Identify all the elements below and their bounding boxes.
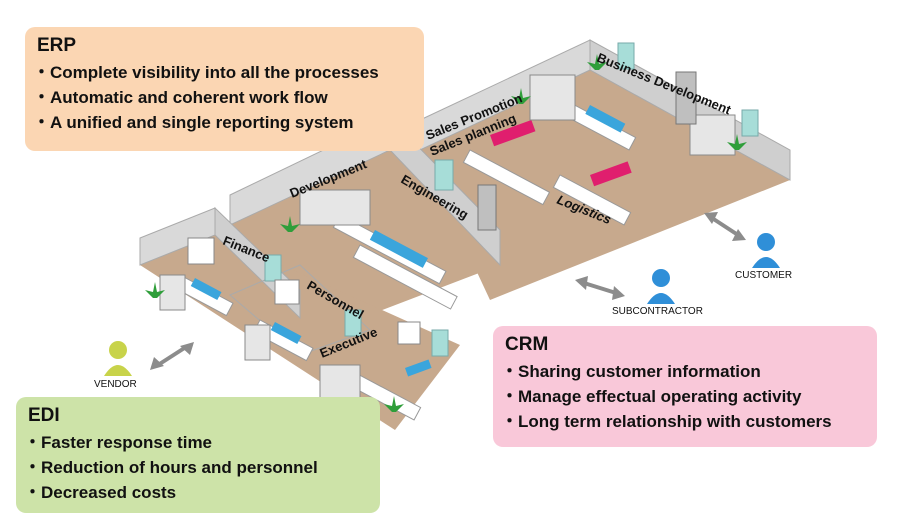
- monitor-icon: [190, 278, 222, 301]
- whiteboard: [274, 279, 300, 305]
- glass-door: [434, 159, 454, 191]
- edi-item: Reduction of hours and personnel: [28, 455, 368, 480]
- monitor-icon: [405, 359, 432, 377]
- crm-item: Long term relationship with customers: [505, 409, 865, 434]
- whiteboard: [187, 237, 215, 265]
- glass-door: [675, 71, 697, 125]
- glass-door: [617, 42, 635, 70]
- person-icon: [104, 341, 132, 376]
- erp-title: ERP: [37, 35, 77, 56]
- cabinet-icon: [299, 189, 371, 226]
- whiteboard: [397, 321, 421, 345]
- edi-item: Decreased costs: [28, 480, 368, 505]
- glass-door: [431, 329, 449, 357]
- cabinet-icon: [529, 74, 576, 121]
- doors: [264, 42, 759, 357]
- crm-box: CRM Sharing customer information Manage …: [493, 326, 877, 447]
- crm-list: Sharing customer information Manage effe…: [505, 359, 865, 434]
- monitor-icon: [270, 322, 302, 345]
- plants: [145, 54, 747, 412]
- crm-title: CRM: [505, 334, 549, 355]
- double-arrow-icon: [704, 212, 746, 241]
- actor-label-customer: CUSTOMER: [735, 270, 793, 281]
- erp-item: Complete visibility into all the process…: [37, 60, 412, 85]
- crm-item: Manage effectual operating activity: [505, 384, 865, 409]
- cabinet-icon: [319, 364, 361, 401]
- erp-box: ERP Complete visibility into all the pro…: [25, 27, 424, 151]
- plant-icon: [511, 88, 531, 104]
- person-icon: [647, 269, 675, 304]
- plant-icon: [280, 216, 300, 232]
- cabinet-icon: [159, 274, 186, 311]
- double-arrow-icon: [150, 342, 194, 370]
- glass-door: [264, 254, 282, 282]
- glass-door: [477, 184, 497, 231]
- monitors: [190, 105, 632, 377]
- cabinet-icon: [244, 324, 271, 361]
- monitor-icon: [490, 119, 536, 147]
- double-arrow-icon: [575, 276, 625, 300]
- cabinet-icon: [689, 114, 736, 156]
- cabinets: [159, 74, 736, 401]
- plant-icon: [145, 282, 165, 298]
- plant-icon: [587, 54, 607, 70]
- actor-label-subcontractor: SUBCONTRACTOR: [612, 306, 703, 317]
- plant-icon: [727, 134, 747, 150]
- monitor-icon: [369, 230, 428, 268]
- crm-item: Sharing customer information: [505, 359, 865, 384]
- erp-item: A unified and single reporting system: [37, 110, 412, 135]
- edi-list: Faster response time Reduction of hours …: [28, 430, 368, 505]
- erp-list: Complete visibility into all the process…: [37, 60, 412, 135]
- actor-label-vendor: VENDOR: [94, 379, 137, 390]
- edi-box: EDI Faster response time Reduction of ho…: [16, 397, 380, 513]
- desk-rows: [172, 99, 637, 421]
- erp-item: Automatic and coherent work flow: [37, 85, 412, 110]
- glass-door: [344, 309, 362, 337]
- person-icon: [752, 233, 780, 268]
- edi-title: EDI: [28, 405, 60, 426]
- plant-icon: [384, 396, 404, 412]
- edi-item: Faster response time: [28, 430, 368, 455]
- desk: [352, 244, 458, 310]
- glass-door: [741, 109, 759, 137]
- floor-left: [140, 235, 460, 430]
- desk: [552, 174, 632, 226]
- desk: [462, 149, 551, 206]
- monitor-icon: [589, 161, 632, 187]
- monitor-icon: [585, 105, 626, 133]
